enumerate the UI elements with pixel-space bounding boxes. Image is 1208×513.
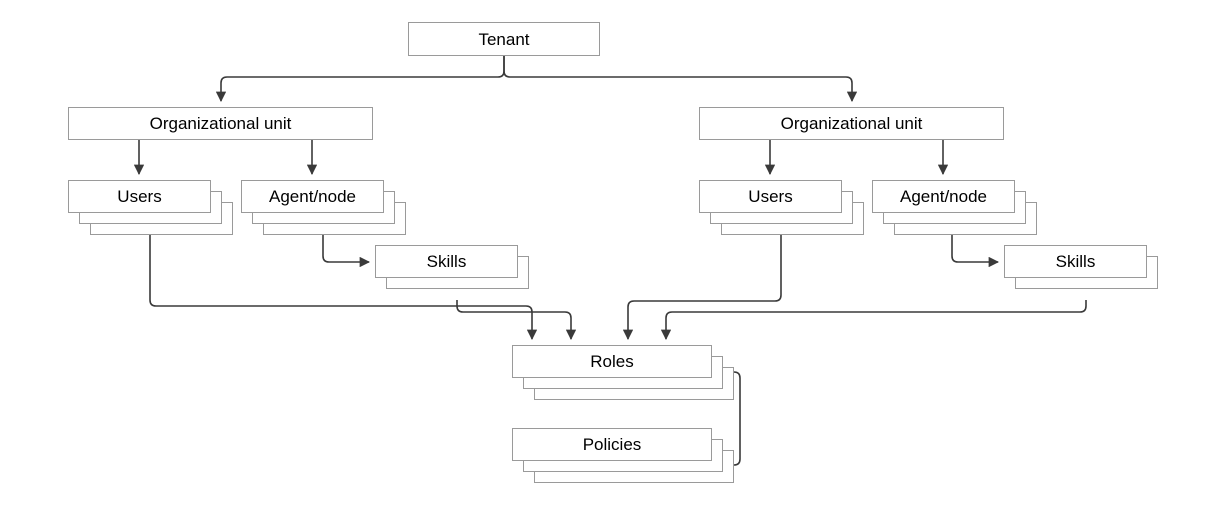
node-org-unit-right-face[interactable]: Organizational unit xyxy=(699,107,1004,140)
node-users-left[interactable]: Users xyxy=(68,180,233,235)
node-skills-right[interactable]: Skills xyxy=(1004,245,1158,289)
node-tenant[interactable]: Tenant xyxy=(408,22,600,56)
node-skills-left-label: Skills xyxy=(426,252,467,271)
node-skills-right-label: Skills xyxy=(1055,252,1096,271)
node-users-left-label: Users xyxy=(117,187,162,206)
node-org-unit-left[interactable]: Organizational unit xyxy=(68,107,373,140)
node-agent-node-left-label: Agent/node xyxy=(269,187,356,206)
node-users-left-face[interactable]: Users xyxy=(68,180,211,213)
node-tenant-label: Tenant xyxy=(478,29,530,49)
node-skills-left-face[interactable]: Skills xyxy=(375,245,518,278)
node-roles-face[interactable]: Roles xyxy=(512,345,712,378)
node-org-unit-right[interactable]: Organizational unit xyxy=(699,107,1004,140)
node-users-right-face[interactable]: Users xyxy=(699,180,842,213)
node-org-unit-left-label: Organizational unit xyxy=(149,114,292,133)
node-agent-node-right-label: Agent/node xyxy=(900,187,987,206)
edge-skills-right-to-roles xyxy=(660,300,1087,341)
node-tenant-face[interactable]: Tenant xyxy=(408,22,600,56)
node-org-unit-left-face[interactable]: Organizational unit xyxy=(68,107,373,140)
node-roles[interactable]: Roles xyxy=(512,345,734,400)
edge-tenant-to-org-left xyxy=(215,56,505,103)
node-policies-face[interactable]: Policies xyxy=(512,428,712,461)
node-policies[interactable]: Policies xyxy=(512,428,734,483)
edge-users-right-to-roles xyxy=(622,235,782,341)
node-agent-node-left-face[interactable]: Agent/node xyxy=(241,180,384,213)
edge-skills-left-to-roles xyxy=(456,300,577,341)
node-roles-label: Roles xyxy=(590,352,634,371)
node-policies-label: Policies xyxy=(582,435,642,454)
node-skills-right-face[interactable]: Skills xyxy=(1004,245,1147,278)
node-org-unit-right-label: Organizational unit xyxy=(780,114,923,133)
edge-tenant-to-org-right xyxy=(503,56,858,103)
node-users-right[interactable]: Users xyxy=(699,180,864,235)
node-agent-node-left[interactable]: Agent/node xyxy=(241,180,406,235)
node-skills-left[interactable]: Skills xyxy=(375,245,529,289)
node-users-right-label: Users xyxy=(748,187,793,206)
edge-agent-left-to-skills-left xyxy=(322,235,371,268)
node-agent-node-right-face[interactable]: Agent/node xyxy=(872,180,1015,213)
edge-agent-right-to-skills-right xyxy=(951,235,1000,268)
node-agent-node-right[interactable]: Agent/node xyxy=(872,180,1037,235)
